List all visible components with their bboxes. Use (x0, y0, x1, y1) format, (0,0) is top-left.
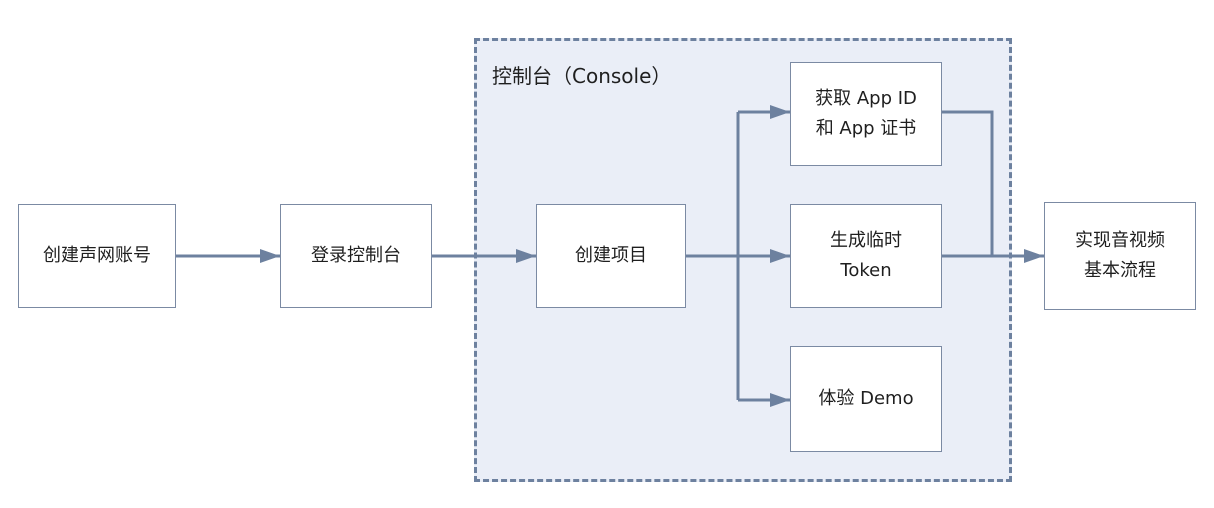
step-get-appid: 获取 App ID 和 App 证书 (790, 62, 942, 166)
step-demo-label: 体验 Demo (818, 388, 914, 409)
step-login-console-label: 登录控制台 (311, 245, 401, 266)
line-get-appid-to-merge (942, 110, 994, 256)
step-get-appid-line-1: 获取 App ID (815, 88, 917, 109)
step-implement: 实现音视频 基本流程 (1044, 202, 1196, 310)
step-login-console: 登录控制台 (280, 204, 432, 308)
step-temp-token-line-2: Token (840, 260, 892, 281)
step-temp-token-line-1: 生成临时 (830, 230, 902, 251)
step-create-project: 创建项目 (536, 204, 686, 308)
step-create-project-label: 创建项目 (575, 245, 647, 266)
step-get-appid-line-2: 和 App 证书 (815, 118, 917, 139)
step-create-account-label: 创建声网账号 (43, 245, 151, 266)
step-temp-token: 生成临时 Token (790, 204, 942, 308)
step-implement-line-1: 实现音视频 (1075, 230, 1165, 251)
console-label: 控制台（Console） (492, 64, 672, 88)
step-demo: 体验 Demo (790, 346, 942, 452)
step-implement-line-2: 基本流程 (1084, 260, 1156, 281)
step-create-account: 创建声网账号 (18, 204, 176, 308)
